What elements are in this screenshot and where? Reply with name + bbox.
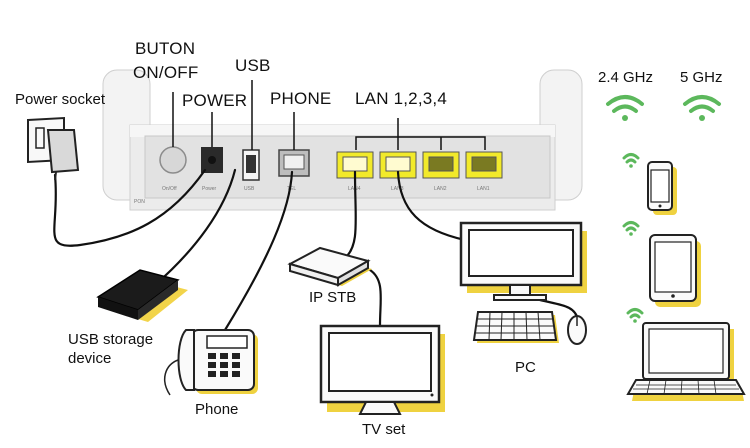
tv-icon (319, 324, 445, 415)
phone-icon (647, 161, 677, 215)
stb-cable (343, 170, 357, 260)
laptop-icon (626, 322, 746, 401)
wifi-icon-laptop (626, 308, 644, 323)
port-label-pon: PON (134, 199, 145, 205)
label-power: POWER (182, 91, 248, 110)
pc-cable (396, 170, 467, 242)
power-jack-hole (208, 156, 216, 164)
port-label-usb: USB (244, 186, 255, 192)
port-label-lan1: LAN1 (477, 186, 490, 192)
wifi-icon-24ghz (606, 95, 644, 121)
router: PON On/Off Power USB TEL LAN4 LAN3 LAN2 … (102, 69, 583, 211)
wifi-icon-phone (622, 153, 640, 168)
label-lan: LAN 1,2,3,4 (355, 89, 447, 108)
label-5ghz: 5 GHz (680, 69, 723, 86)
tel-port-inner (283, 154, 305, 170)
pc-monitor-icon (459, 221, 587, 301)
label-usb-storage: USB storage (68, 331, 154, 348)
phone-cable (223, 170, 294, 332)
label-24ghz: 2.4 GHz (598, 69, 654, 86)
lan-port-4-inner (342, 156, 368, 172)
lan-port-3-inner (385, 156, 411, 172)
label-phone-port: PHONE (270, 89, 332, 108)
set-top-box-icon (287, 246, 372, 287)
mouse-icon (567, 315, 587, 345)
port-label-lan2: LAN2 (434, 186, 447, 192)
label-on-off: ON/OFF (133, 63, 199, 82)
usb-drive-icon (96, 269, 188, 322)
power-cable (53, 168, 207, 247)
label-device: device (68, 350, 112, 367)
tablet-icon (649, 234, 701, 307)
label-phone-device: Phone (195, 401, 239, 418)
port-label-power: Power (202, 186, 217, 192)
label-tv-set: TV set (362, 421, 406, 438)
wifi-icon-5ghz (683, 95, 721, 121)
port-label-lan3: LAN3 (391, 186, 404, 192)
wifi-icon-tablet (622, 221, 640, 236)
label-buton: BUTON (135, 39, 196, 58)
lan-ports (330, 147, 506, 183)
keyboard-icon (472, 311, 559, 343)
label-ip-stb: IP STB (309, 289, 357, 306)
lan-port-1-inner (471, 156, 497, 172)
tv-cable (368, 268, 382, 327)
port-label-tel: TEL (287, 186, 296, 192)
on-off-button (159, 146, 187, 174)
lan-port-2-inner (428, 156, 454, 172)
label-power-socket: Power socket (15, 91, 106, 108)
label-usb: USB (235, 56, 271, 75)
pointer-lan-bracket (355, 136, 486, 150)
usb-port-inner (246, 155, 256, 173)
power-plug-icon (27, 116, 80, 181)
label-pc: PC (515, 359, 536, 376)
usb-cable (153, 168, 237, 287)
port-label-onoff: On/Off (162, 186, 177, 192)
router-top-edge (130, 125, 555, 137)
desk-phone-icon (163, 329, 258, 396)
pointer-lines (172, 80, 486, 150)
